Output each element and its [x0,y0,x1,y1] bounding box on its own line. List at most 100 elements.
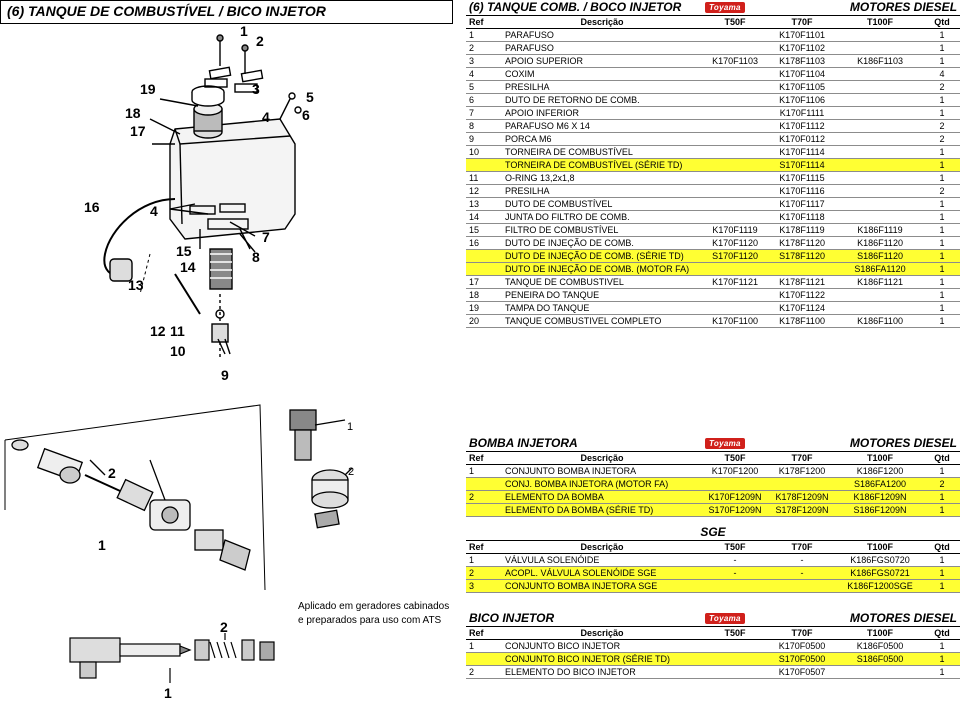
cell-ref: 2 [466,490,502,504]
cell-qtd: 1 [924,553,960,567]
cell-desc: APOIO INFERIOR [502,106,703,120]
cell-t50 [702,171,769,185]
callout-19: 19 [140,81,156,97]
cell-qtd: 1 [924,171,960,185]
cell-desc: CONJUNTO BOMBA INJETORA SGE [502,579,702,593]
cell-t70: K170F1118 [768,210,837,224]
cell-qtd: 1 [924,652,960,666]
cell-t100: K186F1200 [836,464,924,478]
cell-qtd: 1 [924,275,960,289]
cell-qtd: 1 [924,579,960,593]
table-row: DUTO DE INJEÇÃO DE COMB. (SÉRIE TD)S170F… [466,249,960,263]
cell-ref: 16 [466,236,502,250]
cell-ref [466,249,502,263]
cell-desc: ACOPL. VÁLVULA SOLENÓIDE SGE [502,566,702,580]
injector-callout-2: 2 [220,619,228,635]
cell-desc: DUTO DE COMBUSTÍVEL [502,197,703,211]
cell-t100: K186F1120 [836,236,925,250]
cell-t100 [836,28,925,42]
callout-16: 16 [84,199,100,215]
cell-t50 [702,67,769,81]
cell-t100: K186FGS0721 [836,566,924,580]
cell-t100: K186F1200SGE [836,579,924,593]
cell-t70 [768,477,836,491]
cell-t70: S170F1114 [768,158,837,172]
cell-ref [466,158,502,172]
cell-t100 [836,665,924,679]
cell-qtd: 1 [924,158,960,172]
cell-qtd: 1 [924,301,960,315]
cell-qtd: 2 [924,132,960,146]
cell-t70 [768,262,837,276]
cell-t50 [702,210,769,224]
cell-t100: S186F1120 [836,249,925,263]
cell-t70: K170F1104 [768,67,837,81]
cell-t100 [836,67,925,81]
cell-t100: K186F1119 [836,223,925,237]
cell-t50 [702,197,769,211]
cell-ref [466,477,502,491]
cell-qtd: 1 [924,54,960,68]
cell-t70: S170F0500 [768,652,836,666]
cell-qtd: 1 [924,665,960,679]
page-title: (6) TANQUE DE COMBUSTÍVEL / BICO INJETOR [0,0,453,24]
cell-ref: 3 [466,54,502,68]
cell-t50 [702,477,768,491]
cell-t50 [702,262,769,276]
cell-t100: K186F1121 [836,275,925,289]
sge-table-title: SGE [466,525,960,540]
pump-callout-2: 2 [108,465,116,481]
cell-t70: K170F1114 [768,145,837,159]
cell-desc: CONJUNTO BICO INJETOR (SÉRIE TD) [502,652,702,666]
cell-t50 [702,579,768,593]
cell-t70: K170F1117 [768,197,837,211]
cell-desc: TANQUE DE COMBUSTIVEL [502,275,703,289]
callout-1: 1 [240,24,248,39]
bomba-table-title: BOMBA INJETORA [466,436,702,451]
cell-t50 [702,132,769,146]
cell-desc: PARAFUSO [502,28,703,42]
cell-desc: VÁLVULA SOLENÓIDE [502,553,702,567]
cell-ref: 13 [466,197,502,211]
cell-qtd: 1 [924,223,960,237]
cell-ref: 8 [466,119,502,133]
cell-t70: K178F1120 [768,236,837,250]
cell-desc: ELEMENTO DA BOMBA [502,490,702,504]
cell-desc: CONJUNTO BICO INJETOR [502,639,702,653]
table-row: CONJUNTO BICO INJETOR (SÉRIE TD) S170F050… [466,652,960,666]
cell-t70: K178F1100 [768,314,837,328]
cell-t100: S186FA1200 [836,477,924,491]
cell-qtd: 1 [924,314,960,328]
table-row: TORNEIRA DE COMBUSTÍVEL (SÉRIE TD)S170F1… [466,158,960,172]
cell-qtd: 1 [924,464,960,478]
brand-logo: Toyama [705,438,745,450]
cell-t50 [702,106,769,120]
cell-qtd: 1 [924,210,960,224]
callout-12: 12 [150,323,166,339]
cell-t70: K170F1105 [768,80,837,94]
cell-t100: K186F0500 [836,639,924,653]
cell-t100: K186F1209N [836,490,924,504]
cell-qtd: 1 [924,639,960,653]
callout-7: 7 [262,229,270,245]
bico-table-title: BICO INJETOR [466,611,702,626]
pump-callout-1: 1 [98,537,106,553]
cell-t50 [702,158,769,172]
cell-ref: 1 [466,639,502,653]
svg-text:2: 2 [348,466,354,478]
cell-t50: K170F1209N [702,490,768,504]
cell-t50: K170F1200 [702,464,768,478]
cell-qtd: 1 [924,236,960,250]
